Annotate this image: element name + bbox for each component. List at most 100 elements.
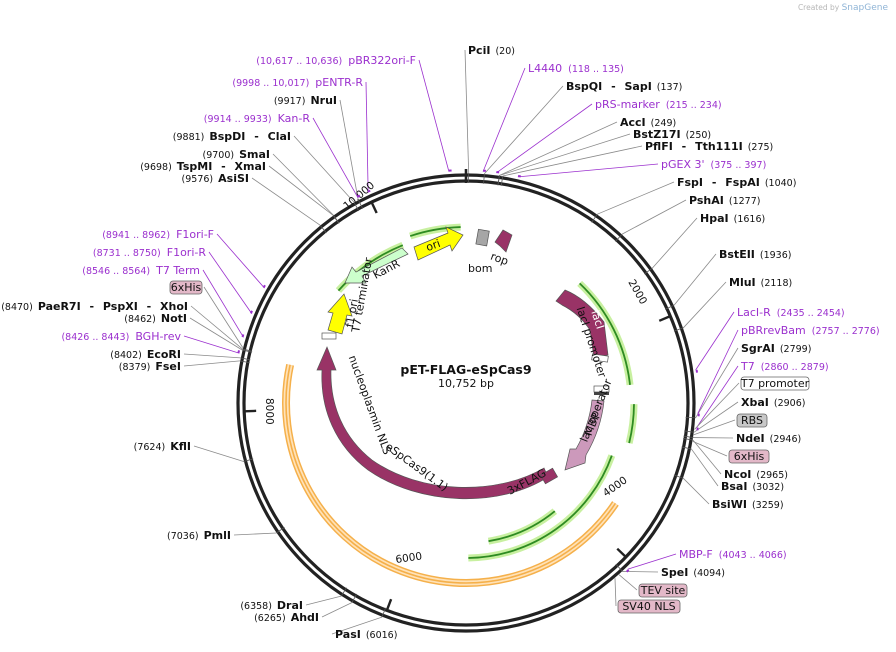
site-tick: [673, 474, 684, 479]
feature-box-label[interactable]: 6xHis: [728, 449, 770, 464]
primer-label[interactable]: L4440(118 .. 135): [528, 62, 624, 75]
snapgene-credit: Created by SnapGene: [798, 3, 888, 13]
site-tick: [615, 563, 623, 572]
espcas9-feature[interactable]: [316, 346, 549, 500]
enzyme-label[interactable]: BspQI - SapI(137): [566, 80, 682, 93]
site-tick: [332, 215, 340, 224]
enzyme-label[interactable]: (7036)PmlI: [167, 529, 231, 542]
feature-box-label[interactable]: RBS: [736, 413, 768, 428]
enzyme-label[interactable]: AccI(249): [620, 116, 676, 129]
enzyme-label[interactable]: SpeI(4094): [661, 566, 725, 579]
mbp-feature[interactable]: [564, 399, 605, 471]
enzyme-label[interactable]: (6358)DraI: [240, 599, 303, 612]
bom-feature[interactable]: [475, 228, 490, 247]
enzyme-label[interactable]: (8379)FseI: [119, 360, 181, 373]
enzyme-label[interactable]: (7624)KflI: [134, 440, 191, 453]
enzyme-label[interactable]: PshAI(1277): [689, 194, 760, 207]
enzyme-label[interactable]: NcoI(2965): [724, 468, 788, 481]
primer-mark: [241, 334, 245, 338]
ori-label: ori: [424, 237, 442, 254]
t7-terminator-feature[interactable]: [321, 332, 337, 340]
feature-box-label[interactable]: TEV site: [638, 583, 688, 598]
svg-text:RBS: RBS: [741, 414, 763, 427]
laci-promoter-feature[interactable]: [591, 353, 609, 363]
primer-label[interactable]: (8731 .. 8750)F1ori-R: [93, 246, 206, 259]
rop-label: rop: [489, 250, 510, 268]
ori-feature[interactable]: [413, 226, 464, 261]
snapgene-logo: SnapGene: [841, 3, 888, 13]
site-tick: [643, 267, 653, 275]
enzyme-label[interactable]: MluI(2118): [729, 276, 792, 289]
ruler-tick-label: 8000: [263, 398, 275, 425]
site-tick: [664, 304, 675, 310]
laci-feature[interactable]: [555, 289, 609, 359]
primer-label[interactable]: LacI-R(2435 .. 2454): [737, 306, 845, 319]
svg-text:TEV site: TEV site: [640, 584, 686, 597]
site-tick: [340, 587, 347, 597]
enzyme-label[interactable]: SgrAI(2799): [741, 342, 811, 355]
primer-label[interactable]: T7(2860 .. 2879): [740, 360, 829, 373]
site-tick: [683, 435, 694, 438]
enzyme-label[interactable]: (9881)BspDI - ClaI: [173, 130, 291, 143]
site-tick: [242, 349, 253, 353]
feature-box-label[interactable]: SV40 NLS: [617, 599, 681, 614]
primer-label[interactable]: pRS-marker(215 .. 234): [595, 98, 722, 111]
enzyme-label[interactable]: BsaI(3032): [721, 480, 784, 493]
enzyme-label[interactable]: (8402)EcoRI: [110, 348, 181, 361]
laci-label: lacI: [588, 309, 606, 331]
enzyme-label[interactable]: PciI(20): [468, 44, 515, 57]
enzyme-label[interactable]: HpaI(1616): [700, 212, 765, 225]
enzyme-label[interactable]: BstZ17I(250): [633, 128, 711, 141]
enzyme-label[interactable]: (8462)NotI: [124, 312, 187, 325]
backbone-inner: [242, 179, 690, 627]
orf-glow-orange-core: [283, 364, 618, 586]
primer-label[interactable]: (8546 .. 8564)T7 Term: [82, 264, 200, 277]
rop-feature[interactable]: [494, 229, 513, 253]
primer-label[interactable]: (9998 .. 10,017)pENTR-R: [232, 76, 363, 89]
bom-label: bom: [468, 262, 492, 275]
enzyme-label[interactable]: FspI - FspAI(1040): [677, 176, 796, 189]
primer-label[interactable]: pBRrevBam(2757 .. 2776): [741, 324, 880, 337]
site-tick: [242, 348, 253, 352]
primer-label[interactable]: (9914 .. 9933)Kan-R: [204, 112, 311, 125]
primer-label[interactable]: pGEX 3'(375 .. 397): [661, 158, 766, 171]
plasmid-size: 10,752 bp: [438, 377, 494, 390]
primer-label[interactable]: MBP-F(4043 .. 4066): [679, 548, 787, 561]
enzyme-label[interactable]: XbaI(2906): [741, 396, 805, 409]
ruler-tick: [616, 547, 627, 558]
feature-box-label[interactable]: 6xHis: [169, 280, 203, 295]
site-tick: [681, 446, 692, 450]
enzyme-label[interactable]: (9700)SmaI: [203, 148, 271, 161]
orf-indicator-orange: [285, 364, 617, 584]
primer-label[interactable]: (10,617 .. 10,636)pBR322ori-F: [256, 54, 416, 67]
primer-mark: [237, 350, 241, 354]
3xflag-block[interactable]: [539, 467, 559, 485]
f1-ori-feature[interactable]: [327, 293, 353, 335]
enzyme-label[interactable]: (6265)AhdI: [254, 611, 319, 624]
site-tick: [684, 430, 695, 433]
3xflag-label: 3xFLAG: [505, 466, 548, 497]
enzyme-label[interactable]: (9698)TspMI - XmaI: [140, 160, 266, 173]
enzyme-label[interactable]: BstEII(1936): [719, 248, 791, 261]
ruler-tick-label: 2000: [625, 278, 649, 307]
enzyme-label[interactable]: (8470)PaeR7I - PspXI - XhoI: [1, 300, 188, 313]
enzyme-label[interactable]: PasI(6016): [335, 628, 397, 641]
enzyme-label[interactable]: (9576)AsiSI: [182, 172, 249, 185]
primer-mark: [517, 174, 521, 178]
enzyme-label[interactable]: (9917)NruI: [274, 94, 337, 107]
enzyme-label[interactable]: NdeI(2946): [736, 432, 801, 445]
site-tick: [683, 438, 694, 441]
primer-mark: [625, 569, 630, 573]
site-tick: [673, 327, 684, 332]
primer-label[interactable]: (8426 .. 8443)BGH-rev: [61, 330, 181, 343]
site-tick: [685, 416, 696, 419]
site-tick: [357, 199, 364, 209]
orf-indicator: [468, 455, 613, 559]
primer-mark: [357, 194, 361, 198]
enzyme-label[interactable]: PflFI - Tth111I(275): [645, 140, 773, 153]
primer-label[interactable]: (8941 .. 8962)F1ori-F: [102, 228, 214, 241]
site-tick: [615, 233, 623, 242]
feature-box-label[interactable]: T7 promoter: [740, 376, 810, 391]
kanr-feature[interactable]: [344, 247, 409, 284]
enzyme-label[interactable]: BsiWI(3259): [712, 498, 784, 511]
